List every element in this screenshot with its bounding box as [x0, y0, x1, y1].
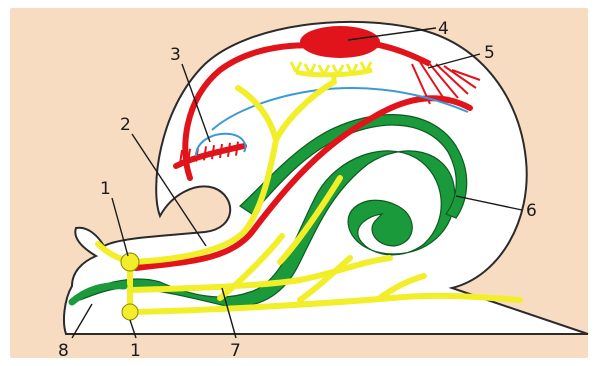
cerebral-ganglion: [121, 253, 139, 271]
label-1-bottom: 1: [130, 341, 141, 361]
label-8: 8: [58, 341, 69, 361]
label-4: 4: [438, 19, 449, 39]
label-2: 2: [120, 115, 131, 135]
label-1-top: 1: [100, 179, 111, 199]
label-6: 6: [526, 201, 537, 221]
label-7: 7: [230, 341, 241, 361]
label-3: 3: [170, 45, 181, 65]
heart: [300, 26, 380, 58]
pedal-ganglion: [122, 304, 138, 320]
label-5: 5: [484, 43, 495, 63]
